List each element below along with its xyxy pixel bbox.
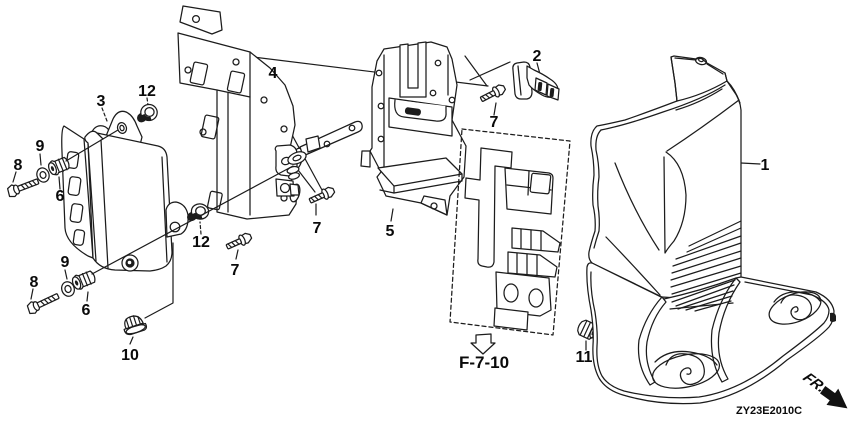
svg-text:12: 12 <box>192 234 210 251</box>
svg-text:7: 7 <box>231 262 240 279</box>
svg-text:9: 9 <box>61 254 70 271</box>
svg-text:7: 7 <box>490 114 499 131</box>
svg-text:11: 11 <box>576 349 593 366</box>
svg-text:3: 3 <box>97 93 106 110</box>
svg-text:8: 8 <box>30 274 39 291</box>
svg-text:2: 2 <box>533 48 542 65</box>
svg-text:5: 5 <box>386 223 395 240</box>
svg-text:6: 6 <box>82 302 91 319</box>
svg-text:F-7-10: F-7-10 <box>459 353 509 372</box>
svg-text:4: 4 <box>269 65 278 82</box>
svg-text:ZY23E2010C: ZY23E2010C <box>736 405 802 417</box>
svg-text:10: 10 <box>121 347 139 364</box>
svg-text:9: 9 <box>36 138 45 155</box>
svg-text:6: 6 <box>56 188 65 205</box>
svg-text:1: 1 <box>761 157 770 174</box>
svg-text:8: 8 <box>14 157 23 174</box>
svg-text:12: 12 <box>138 83 156 100</box>
svg-text:7: 7 <box>313 220 322 237</box>
